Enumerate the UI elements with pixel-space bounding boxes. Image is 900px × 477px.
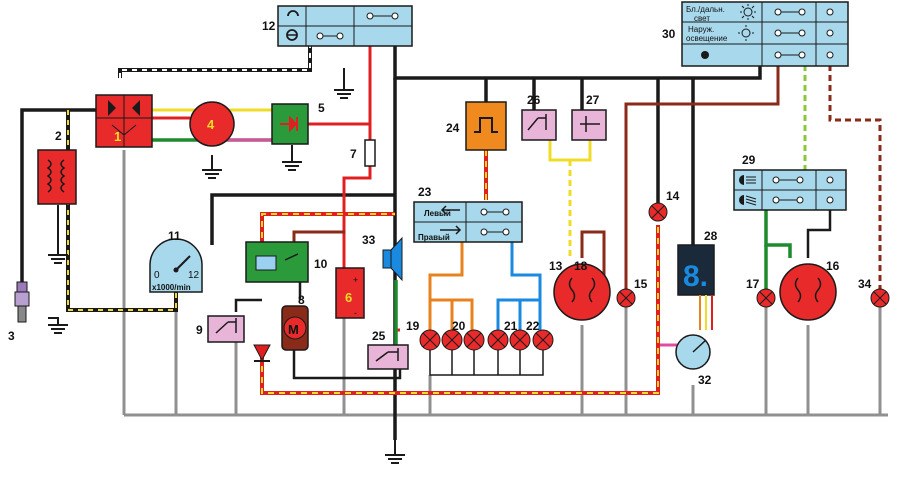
sw30-row1-a: Бл./дальн.	[686, 5, 725, 14]
sw30-row1-b: свет	[694, 14, 710, 23]
label-1: 1	[114, 129, 121, 144]
lamp-21	[487, 329, 509, 351]
brake-switch-link	[548, 140, 592, 162]
gear-display-28	[677, 244, 715, 296]
lamp-19-b	[441, 329, 463, 351]
gear-digit: 8.	[683, 260, 708, 293]
label-26: 26	[527, 93, 541, 107]
diode	[253, 344, 271, 362]
brown-wires	[292, 65, 780, 300]
lamp-17	[756, 288, 776, 308]
label-12: 12	[262, 19, 276, 33]
misc-wires	[234, 282, 402, 380]
beam-switch-29	[733, 169, 847, 211]
turn-lamps	[419, 329, 554, 351]
ignition-coil-2	[37, 149, 77, 205]
label-23: 23	[418, 185, 432, 199]
label-4: 4	[207, 117, 215, 132]
battery-minus-label: -	[354, 308, 357, 318]
spark-plug-3	[14, 281, 30, 323]
light-switch-30	[681, 1, 849, 67]
horn-button-25	[367, 344, 409, 370]
label-25: 25	[372, 329, 386, 343]
ignition-switch-12	[277, 5, 413, 47]
lamp-34	[870, 288, 890, 308]
lamp-18	[553, 263, 611, 321]
label-7: 7	[350, 147, 357, 161]
label-34: 34	[858, 277, 872, 291]
flasher-24	[465, 101, 507, 151]
black-white-wires	[66, 34, 312, 312]
switch-9	[207, 315, 245, 343]
turn-left-label: Левый	[424, 209, 451, 218]
label-17: 17	[746, 277, 760, 291]
turn-right-label: Правый	[418, 233, 450, 242]
orange-wires	[428, 242, 474, 330]
label-30: 30	[662, 27, 676, 41]
relay-10	[245, 241, 309, 283]
generator-4	[189, 101, 235, 147]
tacho-unit: x1000/min	[152, 283, 191, 292]
label-20: 20	[452, 319, 466, 333]
motor-letter: M	[288, 322, 299, 337]
label-27: 27	[586, 93, 600, 107]
blue-wires	[496, 242, 542, 330]
label-15: 15	[634, 277, 648, 291]
label-8: 8	[298, 293, 305, 307]
lamp-15	[616, 288, 636, 308]
label-11: 11	[168, 229, 181, 243]
tacho-zero: 0	[154, 270, 160, 281]
label-28: 28	[704, 229, 718, 243]
battery-plus-label: +	[353, 275, 358, 285]
sw30-row2-b: освещение	[686, 34, 728, 43]
display-wires	[699, 295, 713, 330]
lamp-22-b	[532, 329, 554, 351]
turn-switch-23	[413, 201, 523, 243]
lamp-22-a	[509, 329, 531, 351]
ground-symbols	[48, 68, 405, 464]
label-2: 2	[55, 129, 62, 143]
gear-sensor-32	[675, 334, 711, 370]
brake-switch-27	[571, 109, 607, 141]
tachometer-11	[149, 238, 203, 293]
label-6: 6	[345, 290, 352, 305]
headlamp-16	[779, 263, 837, 321]
regulator-5	[271, 103, 309, 145]
label-19: 19	[406, 319, 420, 333]
lamp-20	[463, 329, 485, 351]
label-22: 22	[526, 319, 540, 333]
label-32: 32	[698, 373, 712, 387]
label-3: 3	[8, 329, 15, 343]
starter-motor-8	[281, 305, 309, 351]
brown-white-wire	[828, 65, 882, 290]
cdi-unit-1	[95, 94, 153, 148]
black-white-wire-16	[806, 210, 832, 258]
label-9: 9	[196, 323, 203, 337]
fuse-7	[364, 139, 376, 167]
brake-switch-26	[521, 109, 557, 141]
label-33: 33	[362, 233, 376, 247]
sw30-row2-a: Наруж.	[688, 25, 714, 34]
lamp-14	[648, 202, 668, 222]
label-14: 14	[666, 189, 680, 203]
label-18: 18	[574, 259, 588, 273]
label-16: 16	[826, 259, 840, 273]
horn-33	[382, 236, 403, 282]
label-29: 29	[742, 153, 756, 167]
lamp-19-a	[419, 329, 441, 351]
battery-6	[335, 267, 365, 319]
label-10: 10	[314, 257, 328, 271]
tacho-twelve: 12	[188, 270, 200, 281]
label-13: 13	[549, 259, 563, 273]
label-21: 21	[504, 319, 518, 333]
label-24: 24	[446, 121, 460, 135]
turn-lamp-return	[429, 350, 544, 376]
label-5: 5	[318, 101, 325, 115]
